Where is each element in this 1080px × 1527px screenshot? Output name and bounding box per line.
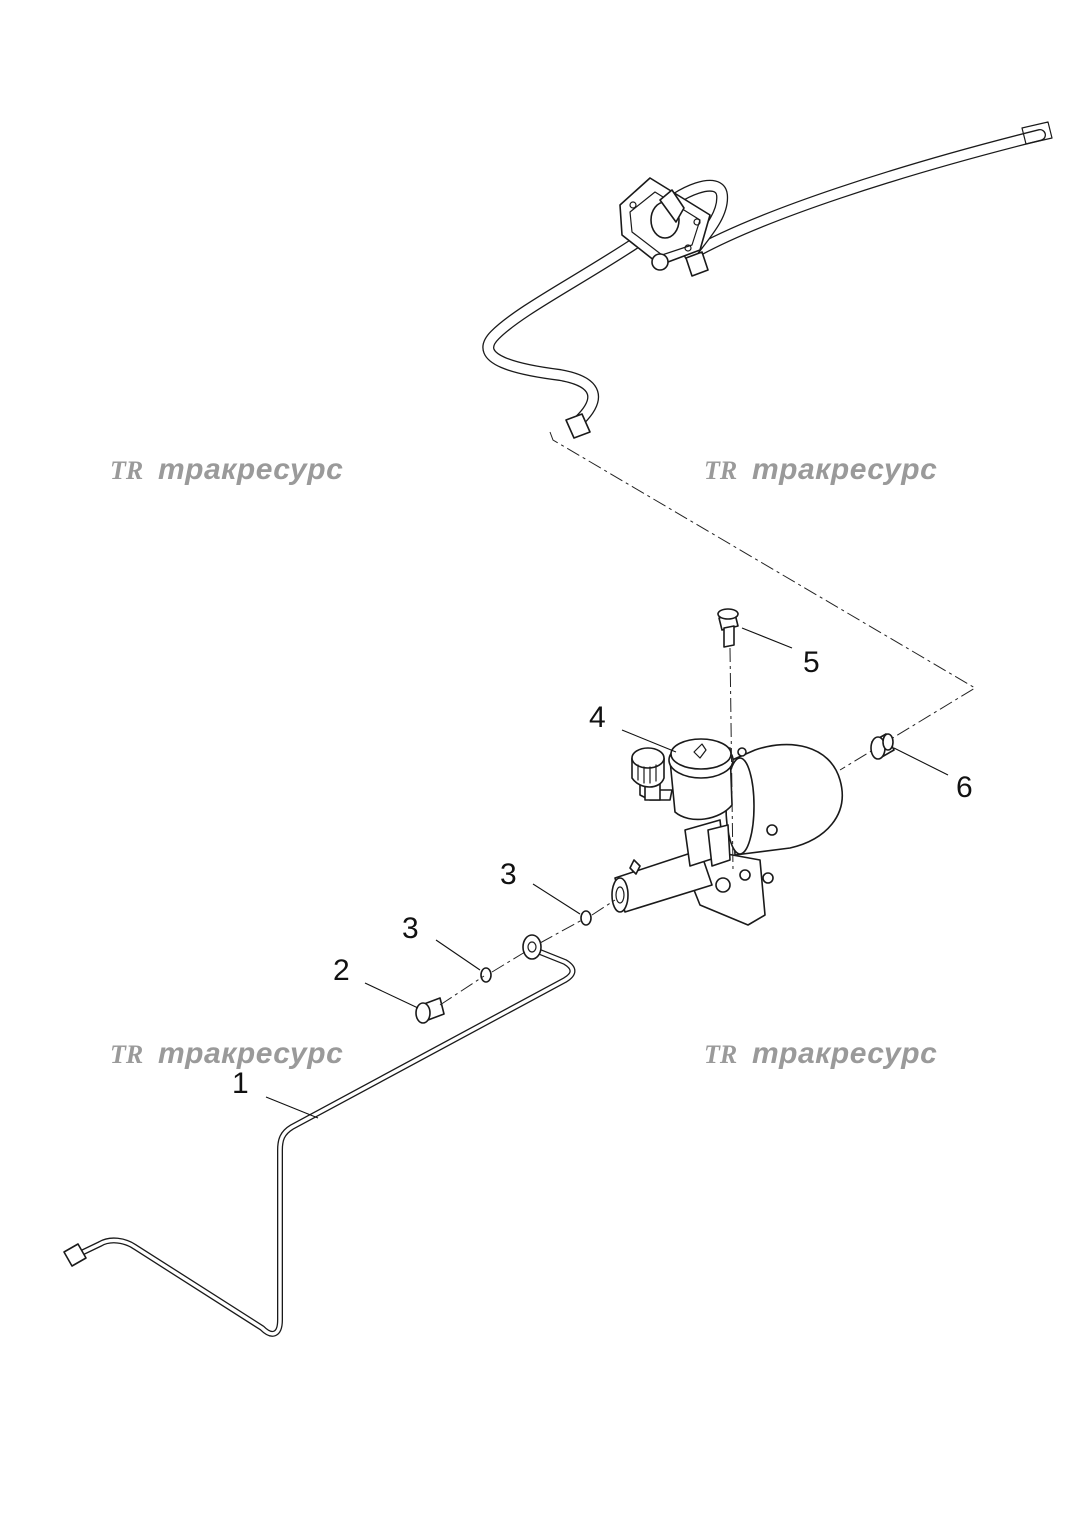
callout-5: 5 — [803, 646, 820, 679]
watermark-logo: TR — [110, 1040, 143, 1069]
leader-2 — [364, 982, 419, 1009]
assembly-line-bolt — [729, 647, 734, 871]
banjo-bolt-2 — [415, 997, 445, 1024]
leader-1 — [265, 1096, 319, 1119]
callout-2: 2 — [333, 954, 350, 987]
watermark-text: тракресурс — [158, 1037, 343, 1070]
watermark-logo: TR — [704, 1040, 737, 1069]
bolt-5 — [717, 608, 739, 648]
pedal-valve-assembly — [482, 121, 1053, 439]
pipe-1 — [63, 934, 576, 1337]
watermark-text: тракресурс — [752, 453, 937, 486]
callout-3-upper: 3 — [500, 858, 517, 891]
watermark-bottom-right: TR тракресурс — [704, 1037, 937, 1070]
assembly-line-hose — [549, 431, 976, 771]
washer-3-upper — [580, 910, 592, 926]
callout-1: 1 — [232, 1067, 249, 1100]
leader-6 — [893, 747, 949, 776]
callout-3-lower: 3 — [402, 912, 419, 945]
leader-4 — [621, 729, 677, 753]
watermark-logo: TR — [110, 456, 143, 485]
watermark-text: тракресурс — [752, 1037, 937, 1070]
callout-4: 4 — [589, 701, 606, 734]
watermark-top-right: TR тракресурс — [704, 453, 937, 486]
callout-6: 6 — [956, 771, 973, 804]
assembly-line-banjo — [439, 899, 616, 1006]
washer-3-lower — [480, 967, 492, 983]
watermark-top-left: TR тракресурс — [110, 453, 343, 486]
watermark-bottom-left: TR тракресурс — [110, 1037, 343, 1070]
watermark-logo: TR — [704, 456, 737, 485]
clutch-booster — [611, 738, 843, 926]
fitting-6 — [870, 733, 895, 760]
leader-5 — [741, 627, 793, 649]
leader-3b — [532, 883, 581, 915]
leader-3a — [435, 939, 481, 971]
watermark-text: тракресурс — [158, 453, 343, 486]
